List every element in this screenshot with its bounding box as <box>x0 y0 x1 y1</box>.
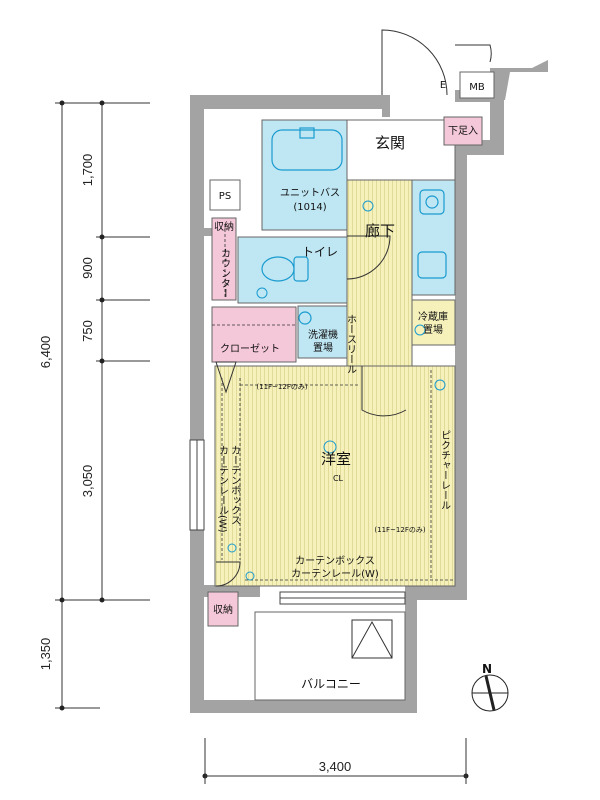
laundry-label-1: 洗濯機 <box>308 328 338 341</box>
laundry-label-2: 置場 <box>313 341 333 354</box>
bathtub-icon <box>271 127 343 171</box>
sink-icon <box>417 189 447 279</box>
unit-bath-size: (1014) <box>293 202 326 213</box>
shoe-box <box>443 116 483 146</box>
ps-shaft <box>209 179 241 211</box>
toilet-label: トイレ <box>302 245 338 259</box>
door-swings <box>215 29 492 587</box>
fridge-label-1: 冷蔵庫 <box>418 310 448 323</box>
curtain-box-left-label: カーテンボックス <box>229 445 241 525</box>
balcony-label: バルコニー <box>301 677 361 691</box>
floor-note-left: (11F~12Fのみ) <box>256 383 307 391</box>
dim-seg-3: 750 <box>80 320 95 342</box>
entrance-label: 玄関 <box>375 134 405 152</box>
dim-width: 3,400 <box>319 759 352 774</box>
shoe-box-label: 下足入 <box>448 125 478 137</box>
western-room <box>214 365 456 587</box>
ps-label: PS <box>219 191 231 202</box>
dim-seg-4: 3,050 <box>80 465 95 498</box>
window-left <box>189 439 205 531</box>
cl-label: CL <box>333 474 344 483</box>
dim-seg-2: 900 <box>80 257 95 279</box>
dim-total-height: 6,400 <box>38 336 53 369</box>
closet <box>211 306 297 363</box>
walls <box>190 60 548 713</box>
curtain-lines <box>212 224 455 581</box>
washer-icon <box>298 311 312 325</box>
dimension-lines-left <box>55 102 150 709</box>
curtain-box-bottom-label: カーテンボックス <box>295 555 375 567</box>
compass-n: N <box>482 662 492 676</box>
balcony-door-icon <box>351 619 393 659</box>
kitchen-area <box>411 179 456 296</box>
storage-bottom <box>207 591 239 627</box>
floor-note-right: (11F~12Fのみ) <box>374 526 425 534</box>
toilet-icon <box>261 256 309 282</box>
dimension-ticks <box>59 100 469 779</box>
mb-box <box>459 71 495 99</box>
western-room-label: 洋室 <box>321 450 351 468</box>
entrance-area <box>346 119 456 181</box>
e-mark: E <box>440 80 446 91</box>
storage-top <box>211 217 237 301</box>
hallway-label: 廊下 <box>365 222 395 240</box>
curtain-rail-bottom-label: カーテンレール(W) <box>291 568 379 580</box>
dimension-line-bottom <box>204 738 467 784</box>
hallway <box>346 179 413 367</box>
counter-label: カウンター <box>219 248 231 298</box>
dim-seg-1: 1,700 <box>80 154 95 187</box>
compass-icon <box>471 674 509 712</box>
picture-rail-label: ピクチャーレール <box>439 430 451 510</box>
fridge-label-2: 置場 <box>423 323 443 336</box>
unit-bath <box>261 119 348 231</box>
storage-top-label: 収納 <box>214 220 234 233</box>
toilet-room <box>237 236 349 304</box>
unit-bath-label: ユニットバス <box>280 187 340 199</box>
laundry-area <box>297 305 349 359</box>
dim-balcony-depth: 1,350 <box>38 638 53 671</box>
curtain-rail-left-label: カーテンレール(W) <box>217 445 229 533</box>
storage-bottom-label: 収納 <box>213 603 233 616</box>
fridge-space <box>411 299 456 346</box>
outlet-icons <box>227 200 446 581</box>
balcony <box>254 611 406 701</box>
mb-label: MB <box>469 82 485 93</box>
hose-reel-label: ホースリール <box>345 314 357 374</box>
closet-label: クローゼット <box>220 343 280 355</box>
